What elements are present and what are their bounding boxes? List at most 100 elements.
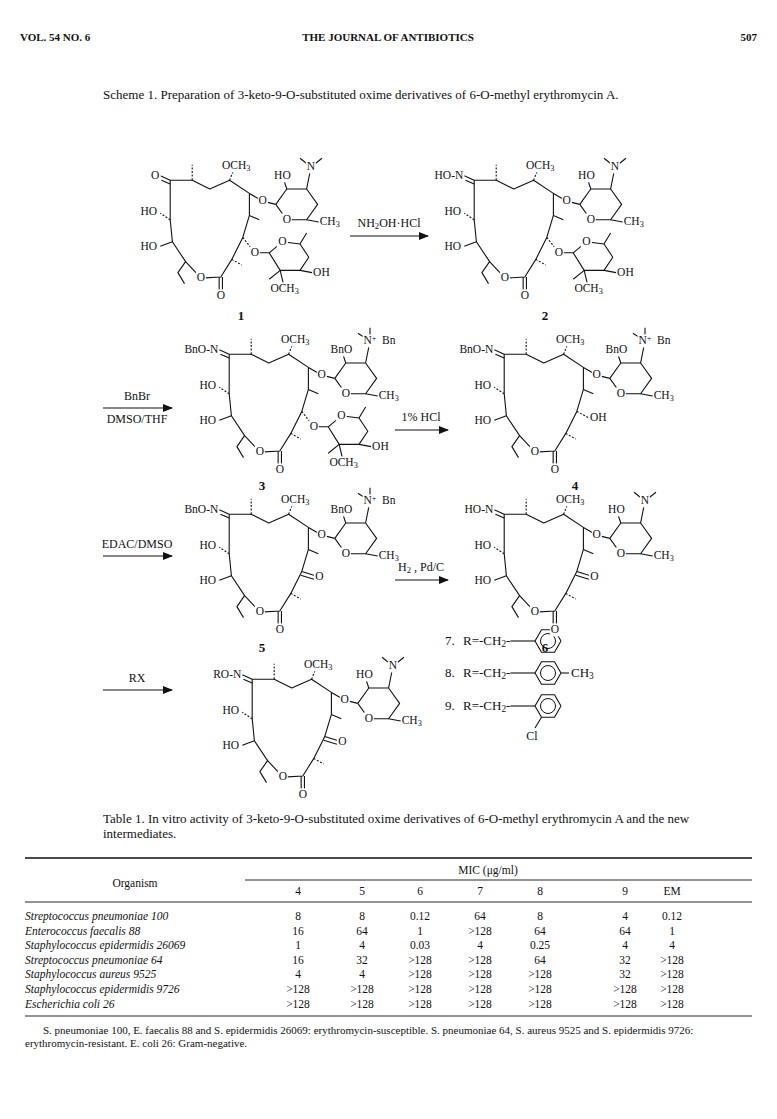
table-cell: >128 (468, 954, 492, 967)
chemical-bond (510, 640, 535, 641)
atom-label: O (616, 547, 626, 560)
table-cell: 64 (534, 954, 546, 967)
atom-label: CH3 (378, 389, 400, 402)
molecule-structure (494, 492, 656, 628)
reagent-label: BnBr (123, 390, 151, 404)
compound-number: 6 (542, 641, 549, 656)
atom-label: O (589, 570, 599, 583)
chemical-bond (464, 213, 474, 220)
atom-label: N (388, 659, 398, 672)
atom-label: O (550, 623, 560, 636)
atom-label: O (339, 693, 349, 706)
aromatic-circle (541, 666, 556, 681)
table-header: 4 (295, 885, 301, 898)
chemical-bond (494, 387, 504, 394)
substituent-label: R=-CH2- (463, 634, 510, 649)
table-cell: >128 (286, 998, 310, 1011)
atom-label: RO-N (212, 668, 242, 681)
table-header: EM (663, 885, 680, 898)
atom-label: O (591, 368, 601, 381)
table-cell: >128 (286, 983, 310, 996)
atom-label: O (341, 387, 351, 400)
table-rule (245, 880, 752, 881)
table-header: MIC (μg/ml) (458, 864, 518, 877)
table-cell: 1 (417, 925, 423, 938)
chemical-bond (220, 514, 229, 518)
atom-label: CH3 (319, 215, 341, 228)
atom-label: O (275, 623, 285, 636)
running-head: THE JOURNAL OF ANTIBIOTICS (302, 31, 474, 44)
molecule-structure (242, 657, 404, 793)
atom-label: HO (221, 704, 240, 717)
atom-label: BnO (330, 343, 354, 356)
atom-label: N+ (363, 494, 378, 507)
chemical-bond (504, 354, 583, 452)
atom-label: O (309, 420, 319, 433)
chemical-bond (366, 394, 378, 396)
atom-label: HO (473, 415, 492, 428)
chemical-bond (583, 549, 593, 553)
atom-label: O (278, 770, 288, 783)
atom-label: O (520, 289, 530, 302)
table-cell: 32 (356, 954, 368, 967)
chemical-bond (611, 220, 623, 222)
atom-label: HO (473, 539, 492, 552)
atom-label: OCH3 (555, 493, 585, 506)
chemical-bond (219, 350, 229, 354)
table-cell: 16 (292, 925, 304, 938)
table-cell: 64 (356, 925, 368, 938)
chemical-bond (641, 394, 653, 396)
chemical-bond (566, 433, 576, 439)
atom-label: OCH3 (221, 159, 251, 172)
atom-label: HO (198, 575, 217, 588)
atom-label: N (640, 494, 650, 507)
atom-label: BnO-N (458, 343, 494, 356)
table-header: 8 (537, 885, 543, 898)
chemical-bond (242, 675, 252, 679)
chemical-bond (494, 416, 506, 420)
table-cell: >128 (408, 969, 432, 982)
chemical-bond (291, 593, 301, 599)
table-cell: 4 (622, 940, 628, 953)
chemical-bond (170, 180, 249, 278)
chemical-bond (249, 215, 259, 219)
running-head: VOL. 54 NO. 6 (20, 31, 90, 44)
table-cell: 4 (477, 940, 483, 953)
chemical-bond (219, 547, 229, 554)
atom-label: O (500, 271, 510, 284)
table-cell: >128 (660, 983, 684, 996)
chemical-bond (465, 180, 474, 184)
atom-label: OH (371, 440, 390, 453)
scheme-title: Scheme 1. Preparation of 3-keto-9-O-subs… (103, 88, 763, 103)
atom-label: HO (198, 539, 217, 552)
organism-name: Staphylococcus epidermidis 9726 (25, 983, 180, 996)
chemical-bond (474, 180, 553, 278)
atom-label: CH3 (570, 666, 595, 681)
atom-label: HO (273, 169, 292, 182)
atom-label: OCH3 (280, 493, 310, 506)
atom-label: O (298, 788, 308, 801)
chemical-bond (219, 576, 231, 580)
chemical-bond (604, 233, 611, 244)
chemical-bond (553, 215, 563, 219)
atom-label: N+ (363, 334, 378, 347)
table-cell: >128 (350, 983, 374, 996)
atom-label: HO (443, 205, 462, 218)
chemical-bond (359, 407, 366, 418)
atom-label: N+ (638, 334, 653, 347)
atom-label: OH (616, 266, 635, 279)
chemical-bond (464, 242, 476, 246)
atom-label: O (591, 528, 601, 541)
chemical-bond (160, 213, 170, 220)
chemical-bond (242, 741, 254, 745)
atom-label: O (257, 194, 267, 207)
table-cell: 1 (669, 925, 675, 938)
atom-label: O (282, 213, 292, 226)
atom-label: Bn (381, 494, 396, 507)
atom-label: HO (607, 503, 626, 516)
atom-label: OCH3 (269, 282, 299, 295)
table-header: Organism (112, 877, 157, 890)
table-cell: 8 (295, 910, 301, 923)
table-cell: 32 (619, 969, 631, 982)
atom-label: O (581, 235, 591, 248)
